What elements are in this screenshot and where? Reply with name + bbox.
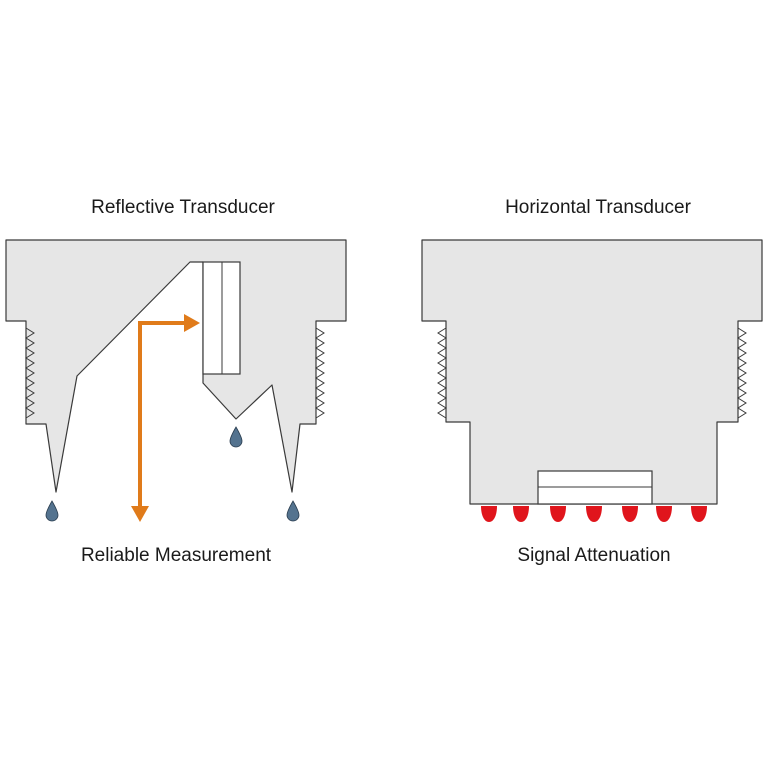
horizontal-transducer-diagram bbox=[421, 239, 763, 522]
attenuated-drop-icon bbox=[481, 506, 497, 522]
reflective-transducer-diagram bbox=[5, 239, 347, 522]
horizontal-transducer-body bbox=[421, 239, 763, 505]
right-thread bbox=[737, 327, 747, 419]
attenuated-drop-icon bbox=[622, 506, 638, 522]
attenuated-drop-icon bbox=[513, 506, 529, 522]
water-drop-icon bbox=[286, 500, 300, 522]
signal-arrow-head-down bbox=[131, 506, 149, 522]
left-thread bbox=[437, 327, 447, 419]
attenuated-drops bbox=[481, 506, 707, 522]
horizontal-transducer-caption: Signal Attenuation bbox=[517, 545, 671, 566]
water-drop-icon bbox=[45, 500, 59, 522]
reflective-transducer-title: Reflective Transducer bbox=[91, 197, 275, 218]
attenuated-drop-icon bbox=[656, 506, 672, 522]
attenuated-drop-icon bbox=[550, 506, 566, 522]
attenuated-drop-icon bbox=[691, 506, 707, 522]
right-thread bbox=[315, 327, 325, 419]
water-drop-icon bbox=[229, 426, 243, 448]
signal-arrow-head-right bbox=[184, 314, 200, 332]
left-thread bbox=[25, 327, 35, 419]
horizontal-transducer-title: Horizontal Transducer bbox=[505, 197, 691, 218]
reflective-transducer-caption: Reliable Measurement bbox=[80, 545, 272, 566]
signal-path-arrow bbox=[138, 321, 185, 509]
attenuated-drop-icon bbox=[586, 506, 602, 522]
reflective-transducer-body bbox=[5, 239, 347, 493]
